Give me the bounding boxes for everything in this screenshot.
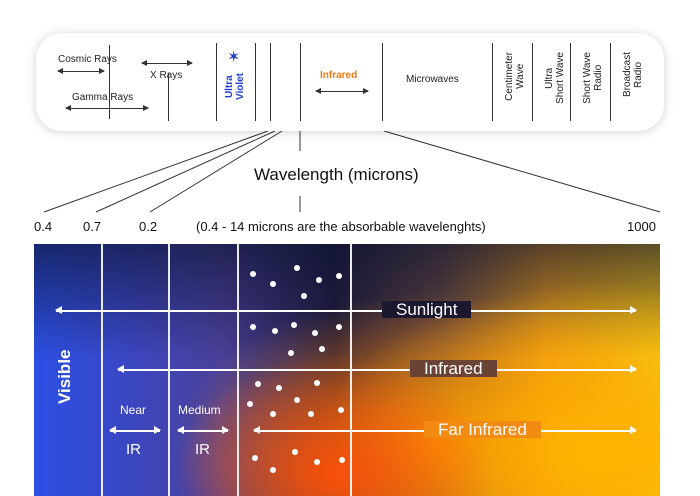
particle-dot: [316, 277, 322, 283]
tick-absorbable-note: (0.4 - 14 microns are the absorbable wav…: [196, 219, 486, 234]
particle-dot: [338, 407, 344, 413]
ultra-violet-label: Ultra Violet: [224, 73, 246, 101]
medium-ir-arrow: [177, 427, 229, 433]
ultra-short-wave-label: Ultra Short Wave: [544, 52, 566, 104]
infrared-arrow: [315, 88, 369, 94]
visible-label: Visible: [55, 349, 74, 405]
spectrum-bar: Cosmic Rays Gamma Rays X Rays ✶ Ultra Vi…: [36, 33, 664, 131]
particle-dot: [308, 411, 314, 417]
particle-dot: [291, 322, 297, 328]
particle-dot: [314, 380, 320, 386]
infrared-bands-panel: Visible Sunlight Infrared Far Infrared N…: [34, 244, 660, 496]
particle-dot: [339, 457, 345, 463]
broadcast-radio-label: Broadcast Radio: [622, 52, 644, 98]
infrared-label: Infrared: [320, 70, 358, 81]
x-rays-label: X Rays: [150, 70, 183, 81]
infrared-band-label: Infrared: [410, 360, 497, 377]
particle-dot: [312, 330, 318, 336]
particle-dot: [336, 324, 342, 330]
centimeter-divider: [532, 43, 533, 121]
particle-dot: [294, 397, 300, 403]
star-icon: ✶: [227, 49, 241, 66]
tick-1000: 1000: [627, 219, 656, 234]
connector-line-0.2: [149, 130, 283, 213]
infrared-band-arrow: [117, 366, 637, 372]
particle-dot: [292, 449, 298, 455]
particle-dot: [250, 324, 256, 330]
medium-label: Medium: [178, 403, 221, 417]
particle-dot: [252, 455, 258, 461]
particle-dot: [288, 350, 294, 356]
medium-ir-label: IR: [195, 441, 210, 458]
particle-dot: [294, 265, 300, 271]
particle-dot: [301, 293, 307, 299]
visible-divider-2: [300, 43, 301, 121]
particle-dot: [250, 271, 256, 277]
sunlight-label: Sunlight: [382, 301, 472, 318]
short-wave-divider: [610, 43, 611, 121]
near-ir-arrow: [109, 427, 161, 433]
wavelength-title: Wavelength (microns): [254, 165, 419, 184]
particle-dot: [314, 459, 320, 465]
particle-dot: [270, 467, 276, 473]
cosmic-gamma-divider: [109, 45, 110, 119]
uv-right-divider: [255, 43, 256, 121]
uv-left-divider: [216, 43, 217, 121]
centimeter-wave-label: Centimeter Wave: [504, 52, 526, 101]
near-ir-label: IR: [126, 441, 141, 458]
cosmic-rays-arrow: [57, 68, 105, 74]
particle-dot: [270, 281, 276, 287]
microwaves-label: Microwaves: [406, 74, 459, 85]
visible-divider-1: [270, 43, 271, 121]
near-label: Near: [120, 403, 147, 417]
connector-line-1000: [383, 130, 661, 213]
x-rays-divider: [168, 73, 169, 121]
cosmic-rays-label: Cosmic Rays: [58, 54, 117, 65]
tick-0.7: 0.7: [83, 219, 102, 234]
ultra-short-divider: [570, 43, 571, 121]
visible-boundary-line: [101, 244, 103, 496]
particle-dot: [276, 385, 282, 391]
tick-0.4: 0.4: [34, 219, 53, 234]
microwaves-divider: [492, 43, 493, 121]
particle-dot: [319, 346, 325, 352]
tick-0.2: 0.2: [139, 219, 158, 234]
infrared-divider: [382, 43, 383, 121]
connector-line-0.4: [43, 130, 269, 213]
connector-line-0.7: [95, 130, 276, 213]
particle-dot: [255, 381, 261, 387]
x-rays-arrow: [141, 60, 193, 66]
sunlight-arrow: [55, 307, 637, 313]
particle-dot: [247, 401, 253, 407]
gamma-rays-arrow: [65, 105, 149, 111]
gamma-rays-label: Gamma Rays: [72, 92, 134, 103]
particle-dot: [270, 411, 276, 417]
particle-dot: [336, 273, 342, 279]
particle-dot: [272, 328, 278, 334]
short-wave-radio-label: Short Wave Radio: [582, 52, 604, 104]
far-infrared-label: Far Infrared: [424, 421, 541, 438]
